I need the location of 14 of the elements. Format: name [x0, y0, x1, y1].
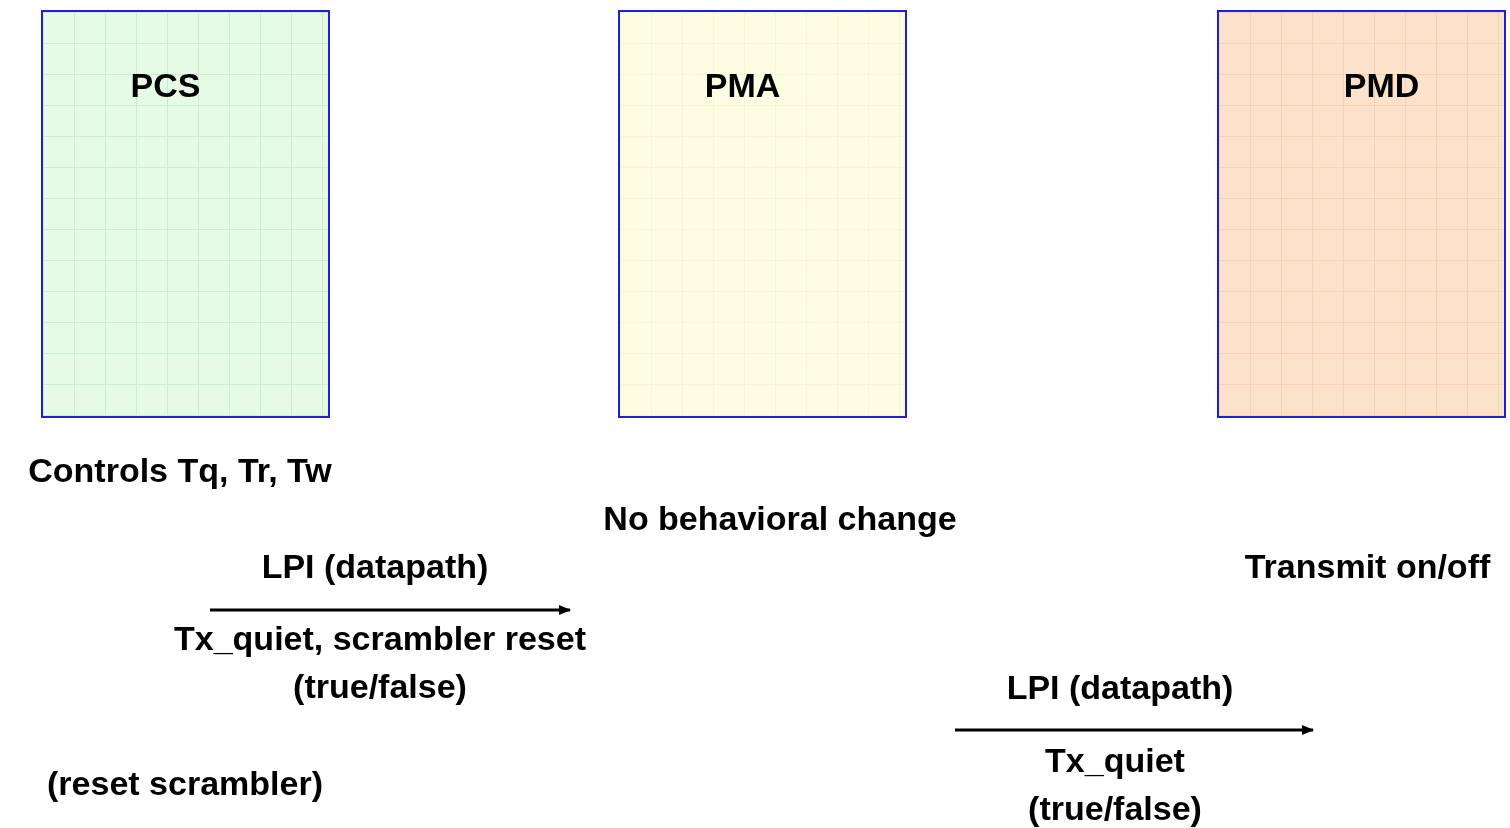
signal-label: (reset scrambler) [46, 763, 324, 804]
layer-box [1217, 10, 1506, 418]
signal-label: No behavioral change [602, 498, 958, 539]
signal-label: Tx_quiet, scrambler reset (true/false) [173, 618, 587, 707]
layer-title: PMA [704, 66, 781, 104]
signal-label: LPI (datapath) [1005, 667, 1235, 708]
layer-box [41, 10, 330, 418]
signal-label: Transmit on/off [1243, 546, 1492, 587]
layer-box [618, 10, 907, 418]
signal-label: Controls Tq, Tr, Tw [27, 450, 333, 491]
signal-label: LPI (datapath) [260, 546, 490, 587]
layer-title: PMD [1343, 66, 1420, 104]
signal-label: Tx_quiet (true/false) [1027, 740, 1203, 828]
layer-title: PCS [130, 66, 201, 104]
